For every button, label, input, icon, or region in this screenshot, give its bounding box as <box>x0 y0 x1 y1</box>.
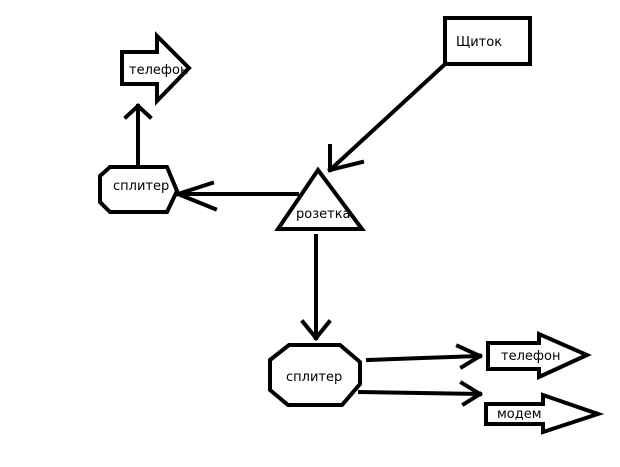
bottom-splitter-node: сплитер <box>268 343 362 407</box>
bottom-phone-node: телефон <box>486 330 592 381</box>
bottom-splitter-to-modem-arrow <box>357 380 483 407</box>
modem-label: модем <box>497 407 542 422</box>
panel-label: Щиток <box>456 35 502 50</box>
top-phone-label: телефон <box>129 63 188 78</box>
socket-to-bottom-splitter-arrow <box>300 234 332 341</box>
top-phone-node: телефон <box>120 31 192 106</box>
modem-node: модем <box>484 392 605 435</box>
socket-node: розетка <box>274 166 366 231</box>
left-splitter-hexagon <box>98 165 180 214</box>
top-phone-block-arrow <box>120 31 192 106</box>
left-splitter-to-phone-arrow <box>123 103 153 169</box>
socket-label: розетка <box>296 207 351 222</box>
bottom-phone-label: телефон <box>501 349 560 364</box>
socket-to-left-splitter-arrow <box>175 180 299 212</box>
panel-node: Щиток <box>443 16 532 66</box>
panel-box <box>443 16 532 66</box>
left-splitter-label: сплитер <box>113 179 169 194</box>
bottom-splitter-label: сплитер <box>286 370 342 385</box>
bottom-splitter-hexagon <box>268 343 362 407</box>
left-splitter-node: сплитер <box>98 165 180 214</box>
panel-to-socket-arrow <box>327 63 446 173</box>
bottom-phone-block-arrow <box>486 330 592 381</box>
modem-block-arrow <box>484 392 605 435</box>
socket-triangle <box>274 166 366 231</box>
bottom-splitter-to-phone-arrow <box>365 343 483 370</box>
